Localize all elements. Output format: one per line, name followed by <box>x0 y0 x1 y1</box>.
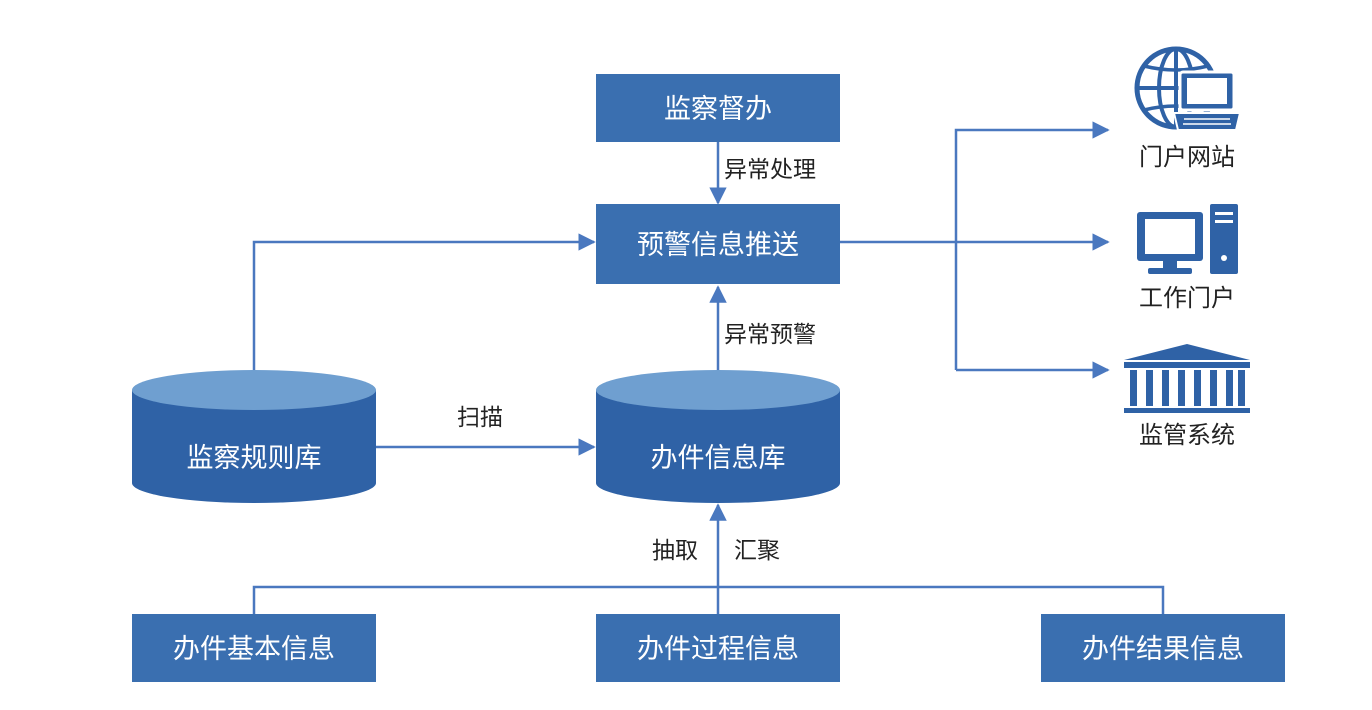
output-label-portal: 门户网站 <box>1139 143 1235 171</box>
edge-label-scan: 扫描 <box>457 405 503 431</box>
connector-bottom-bus <box>252 585 1165 614</box>
output-label-regulatory-system: 监管系统 <box>1139 421 1235 449</box>
box-warning-push: 预警信息推送 <box>596 204 840 284</box>
connector-ruledb-to-push <box>252 233 596 372</box>
output-portal: 门户网站 <box>1134 46 1242 171</box>
desktop-computer-icon <box>1137 204 1238 274</box>
label-warning-push: 预警信息推送 <box>637 230 799 261</box>
label-result-info: 办件结果信息 <box>1082 634 1244 665</box>
government-building-icon <box>1124 344 1250 413</box>
output-regulatory-system: 监管系统 <box>1124 344 1250 449</box>
globe-laptop-icon <box>1134 46 1242 131</box>
output-work-portal: 工作门户 <box>1137 204 1238 312</box>
box-result-info: 办件结果信息 <box>1041 614 1285 682</box>
edge-label-exception-warning: 异常预警 <box>724 322 816 348</box>
cylinder-rule-db: 监察规则库 <box>132 370 376 503</box>
box-supervision: 监察督办 <box>596 74 840 142</box>
label-supervision: 监察督办 <box>664 94 772 125</box>
box-process-info: 办件过程信息 <box>596 614 840 682</box>
edge-label-extract: 抽取 <box>652 538 698 564</box>
label-basic-info: 办件基本信息 <box>173 634 335 665</box>
edge-label-aggregate: 汇聚 <box>734 538 780 564</box>
connector-to-portal <box>954 121 1110 370</box>
output-label-work-portal: 工作门户 <box>1139 284 1235 312</box>
label-process-info: 办件过程信息 <box>637 634 799 665</box>
edge-label-exception-handling: 异常处理 <box>724 157 816 183</box>
box-basic-info: 办件基本信息 <box>132 614 376 682</box>
connectors <box>252 121 1165 614</box>
label-info-db: 办件信息库 <box>651 443 786 474</box>
label-rule-db: 监察规则库 <box>187 443 322 474</box>
cylinder-info-db: 办件信息库 <box>596 370 840 503</box>
